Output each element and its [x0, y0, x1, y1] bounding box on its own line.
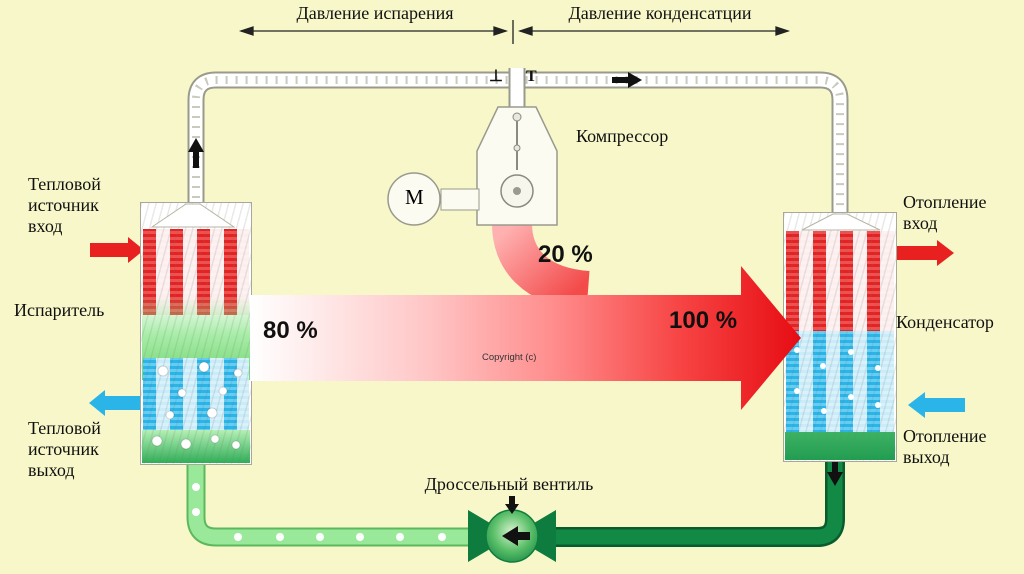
vapor-flow-arrows: [188, 72, 642, 168]
condenser-label: Конденсатор: [896, 312, 994, 332]
heating-in-label: Отопление вход: [903, 192, 987, 234]
compressor-label: Компрессор: [576, 126, 669, 146]
dimension-lines: [238, 20, 791, 44]
heat-source-out-label: Тепловой источник выход: [28, 418, 101, 481]
discharge-valve-symbol: Т: [526, 68, 537, 85]
condenser-outlet-arrow: [827, 458, 843, 486]
copyright-text: Copyright (c): [482, 352, 537, 363]
evaporator-bubbles: [151, 361, 243, 450]
evaporation-pressure-label: Давление испарения: [296, 3, 454, 23]
energy-flow-arrow: [250, 266, 801, 410]
condenser-funnel: [801, 213, 881, 231]
liquid-pipe: [186, 450, 845, 547]
heating-in-arrow: [897, 240, 954, 266]
heat-source-in-arrow: [90, 237, 144, 263]
condenser-cold-tubes: [786, 331, 894, 433]
condensation-pressure-label: Давление конденсатции: [568, 3, 752, 23]
motor-letter: М: [405, 185, 424, 209]
evaporator-liquid-pool: [142, 430, 250, 463]
compressor-share-value: 20 %: [538, 241, 593, 268]
heat-source-in-label: Тепловой источник вход: [28, 174, 101, 237]
evaporator-share-value: 80 %: [263, 317, 318, 344]
throttle-valve-label: Дроссельный вентиль: [424, 474, 594, 494]
condenser-hot-tubes: [786, 231, 894, 333]
compressor: [476, 106, 558, 226]
liquid-pipe-bubbles: [192, 483, 446, 541]
condenser-droplets: [794, 347, 881, 414]
condenser-share-value: 100 %: [669, 307, 738, 334]
condenser-liquid-pool: [785, 432, 895, 460]
compressor-energy-stream: [492, 222, 591, 311]
suction-valve-symbol: ⊥: [489, 68, 503, 85]
heat-source-out-arrow: [89, 390, 143, 416]
evaporator-label: Испаритель: [14, 300, 105, 320]
throttle-valve: [468, 496, 556, 563]
vapor-pipe: [187, 68, 849, 226]
heating-out-label: Отопление выход: [903, 426, 987, 468]
evaporator-funnel: [150, 203, 236, 228]
motor: [387, 172, 480, 226]
heating-out-arrow: [908, 392, 965, 418]
